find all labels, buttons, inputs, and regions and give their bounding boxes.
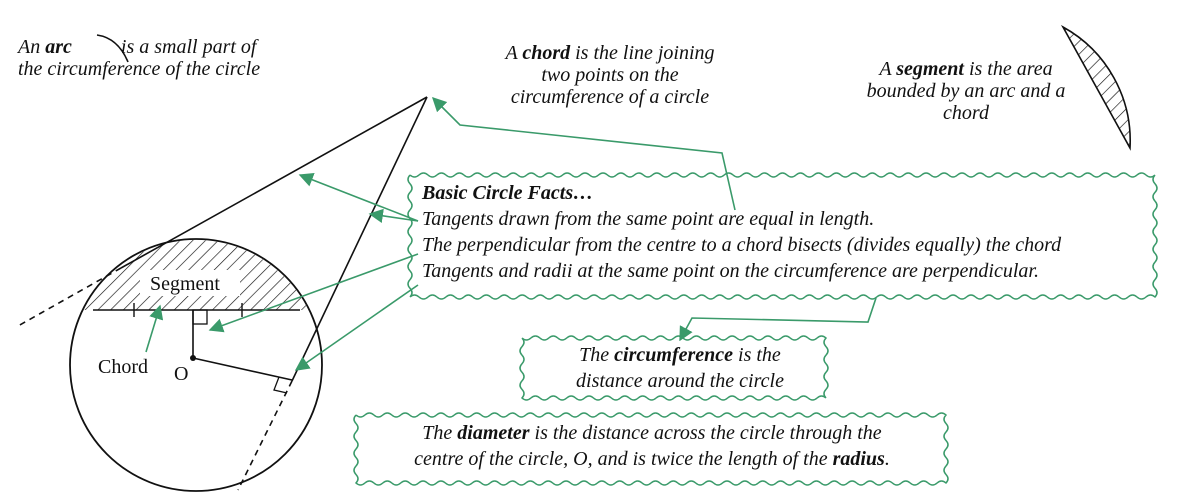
chord-note-line1: A chord is the line joining — [470, 42, 750, 64]
segment-note-pre: A — [879, 58, 897, 80]
arrow-chord-note — [431, 96, 736, 211]
facts-box-border — [407, 172, 1158, 300]
segment-note-post: is the area — [963, 58, 1053, 80]
circumference-term: circumference — [614, 344, 734, 366]
circumference-box-border — [519, 335, 829, 401]
diameter-line2-post: . — [884, 448, 890, 470]
arrow-tangent-upper — [298, 172, 419, 222]
diameter-box: The diameter is the distance across the … — [362, 420, 942, 472]
circumference-post: is the — [733, 344, 781, 366]
diameter-box-border — [353, 412, 949, 486]
arc-note-pre: An — [18, 36, 46, 58]
segment-label: Segment — [150, 273, 220, 295]
facts-box: Basic Circle Facts… Tangents drawn from … — [422, 180, 1162, 284]
arc-term: arc — [45, 36, 72, 58]
chord-note-pre: A — [505, 42, 523, 64]
diameter-line2: centre of the circle, O, and is twice th… — [362, 446, 942, 472]
wavy-box-borders — [353, 172, 1158, 486]
segment-note-line2: bounded by an arc and a — [866, 80, 1066, 102]
fact-item: The perpendicular from the centre to a c… — [422, 234, 1062, 256]
arc-note-line2: the circumference of the circle — [18, 58, 261, 80]
fact-item: Tangents and radii at the same point on … — [422, 260, 1039, 282]
arc-example-icon — [96, 34, 129, 63]
arc-note-line1: An arc is a small part of — [18, 36, 318, 58]
segment-term: segment — [896, 58, 964, 80]
arrow-tangent-radius — [294, 284, 419, 371]
tangent-lower — [291, 96, 428, 382]
arc-note-post: is a small part of — [115, 36, 257, 58]
chord-note-line3: circumference of a circle — [510, 86, 710, 108]
arrow-circumference — [679, 297, 877, 342]
tangent-upper — [120, 96, 428, 269]
radius-line — [192, 357, 293, 381]
radius-term: radius — [832, 448, 885, 470]
segment-note-line1: A segment is the area — [848, 58, 1084, 80]
circumference-box: The circumference is the distance around… — [530, 342, 830, 394]
circumference-pre: The — [579, 344, 615, 366]
main-circle — [69, 238, 323, 492]
circumference-line2: distance around the circle — [576, 370, 784, 392]
fact-item: Tangents drawn from the same point are e… — [422, 208, 875, 230]
chord-note: A chord is the line joining two points o… — [470, 42, 750, 108]
chord-label: Chord — [98, 356, 148, 378]
segment-note-line3: chord — [943, 102, 989, 124]
diameter-term: diameter — [457, 422, 530, 444]
chord-note-post: is the line joining — [570, 42, 715, 64]
chord-note-line2: two points on the — [541, 64, 679, 86]
chord-term: chord — [522, 42, 571, 64]
arrow-tangent-lower — [368, 208, 419, 223]
right-angle-mark-chord — [192, 309, 208, 325]
facts-title: Basic Circle Facts… — [422, 182, 594, 204]
centre-label: O — [174, 363, 188, 385]
right-angle-mark-tangent — [273, 376, 288, 394]
diameter-line2-pre: centre of the circle, O, and is twice th… — [414, 448, 833, 470]
circumference-line1: The circumference is the — [530, 342, 830, 368]
segment-icon — [1060, 24, 1131, 151]
arrow-perpendicular — [208, 253, 419, 333]
arrow-chord-label — [145, 304, 164, 353]
annotation-arrows — [145, 96, 877, 371]
arc-note: An arc is a small part of the circumfere… — [18, 36, 318, 80]
segment-note: A segment is the area bounded by an arc … — [848, 58, 1084, 124]
tangent-lower-extension — [237, 380, 293, 491]
tangent-upper-extension — [17, 267, 122, 327]
diameter-post: is the distance across the circle throug… — [529, 422, 882, 444]
diameter-pre: The — [422, 422, 458, 444]
diameter-line1: The diameter is the distance across the … — [362, 420, 942, 446]
